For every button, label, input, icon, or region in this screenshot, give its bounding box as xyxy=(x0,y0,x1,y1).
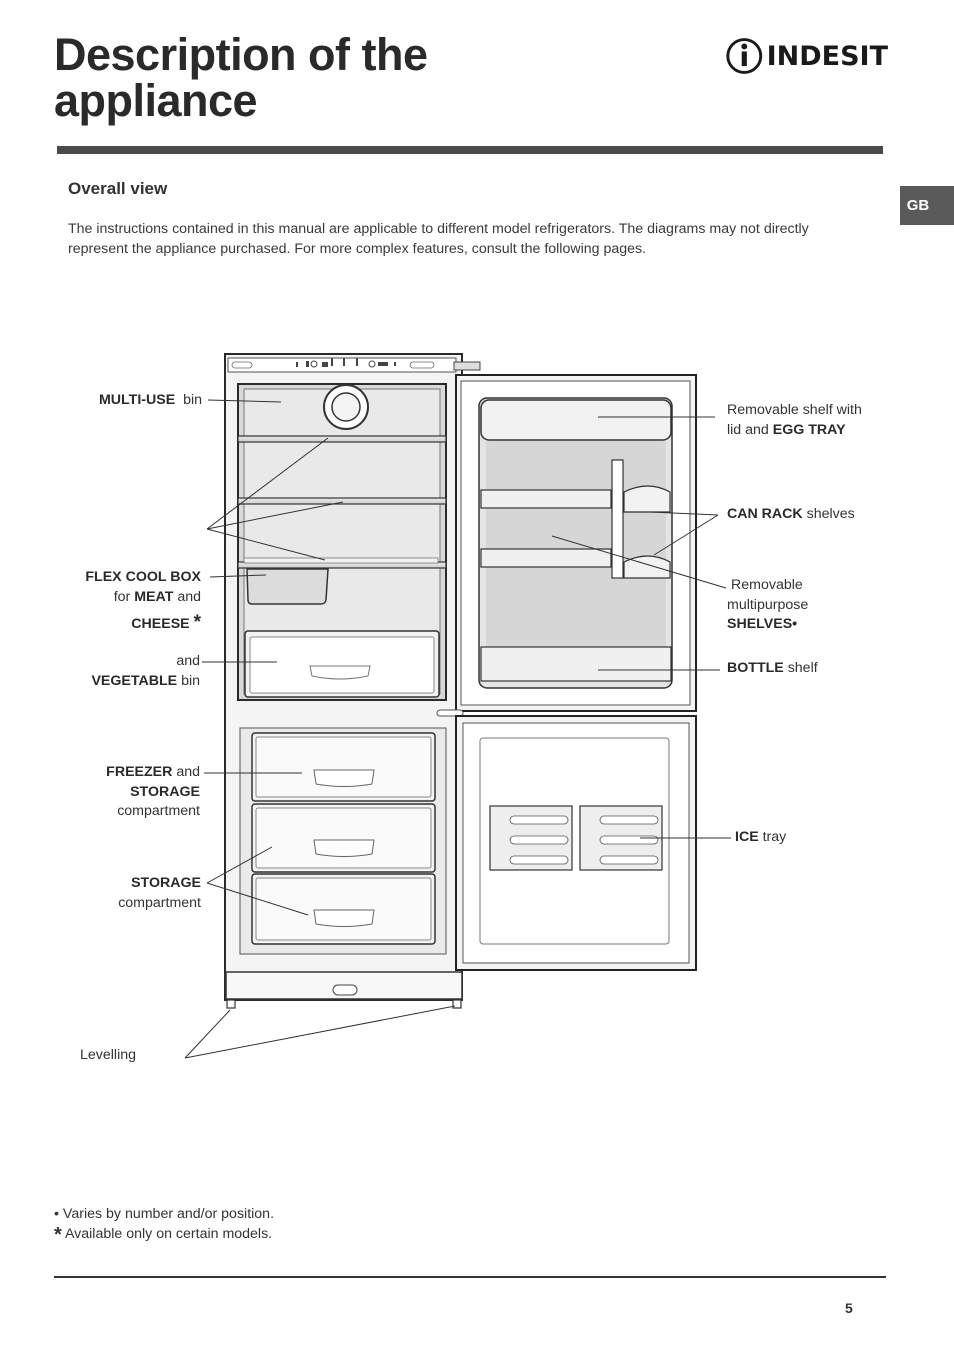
label-bin: bin xyxy=(181,672,200,689)
indesit-logo-icon xyxy=(726,38,763,74)
control-panel-icons xyxy=(296,358,396,368)
star-symbol: * xyxy=(54,1224,62,1246)
label-vegetable-bin: and VEGETABLE bin xyxy=(91,652,200,691)
label-freezer-storage: FREEZER and STORAGE compartment xyxy=(106,763,200,822)
footnotes: • Varies by number and/or position. * Av… xyxy=(54,1204,274,1245)
fridge-door xyxy=(436,361,697,717)
footnote-bullet: • Varies by number and/or position. xyxy=(54,1204,274,1224)
label-flex-cool-box: FLEX COOL BOX for MEAT and CHEESE * xyxy=(85,568,201,635)
label-removable-shelf-egg-tray: Removable shelf with lid and EGG TRAY xyxy=(727,401,862,440)
label-can-rack-bold: CAN RACK xyxy=(727,506,803,522)
label-and: and xyxy=(177,588,201,605)
label-freezer: FREEZER xyxy=(106,764,173,780)
bullet-text: Varies by number and/or position. xyxy=(62,1206,275,1222)
label-multipurpose: multipurpose xyxy=(727,596,809,613)
label-shelves: shelves xyxy=(806,506,855,522)
label-storage-compartment: STORAGE compartment xyxy=(118,874,201,913)
bullet-symbol: • xyxy=(54,1206,59,1222)
label-lid-and: lid and xyxy=(727,421,769,438)
label-multi-use-rest: bin xyxy=(183,392,202,408)
label-cheese: CHEESE xyxy=(131,616,190,632)
section-title: Overall view xyxy=(68,179,168,198)
brand-logo: INDESIT xyxy=(726,34,888,78)
page-title: Description of the appliance xyxy=(54,32,428,124)
title-line-2: appliance xyxy=(54,75,258,126)
label-can-rack: CAN RACK shelves xyxy=(727,505,855,525)
language-tab[interactable]: GB xyxy=(900,186,954,225)
label-bottle: BOTTLE xyxy=(727,660,784,676)
label-levelling: Levelling xyxy=(80,1047,137,1063)
label-freezer-and: and xyxy=(176,764,200,780)
label-cheese-asterisk: * xyxy=(193,612,201,633)
label-meat: MEAT xyxy=(134,588,174,605)
label-shelf: shelf xyxy=(787,660,818,676)
label-multi-use-bold: MULTI-USE xyxy=(98,392,176,408)
label-and-line: and xyxy=(176,653,200,669)
label-shelves-bold: SHELVES• xyxy=(727,616,798,632)
label-compartment-2: compartment xyxy=(118,894,201,911)
label-compartment: compartment xyxy=(117,803,200,819)
label-multi-use-bin: MULTI-USE bin xyxy=(99,391,202,411)
label-removable-shelf-line1: Removable shelf with xyxy=(727,402,862,418)
footnote-star: * Available only on certain models. xyxy=(54,1224,274,1245)
label-egg-tray: EGG TRAY xyxy=(772,421,846,438)
intro-paragraph: The instructions contained in this manua… xyxy=(68,221,809,257)
label-tray: tray xyxy=(762,829,787,845)
freezer-drawers xyxy=(251,732,436,945)
label-removable: Removable xyxy=(731,577,803,593)
label-bottle-shelf: BOTTLE shelf xyxy=(727,659,818,679)
label-ice: ICE xyxy=(735,829,759,845)
star-text: Available only on certain models. xyxy=(64,1226,273,1242)
header-rule xyxy=(57,146,883,154)
title-line-1: Description of the xyxy=(54,29,428,80)
brand-wordmark: INDESIT xyxy=(766,40,888,72)
label-flex-cool-box-bold: FLEX COOL BOX xyxy=(85,569,201,585)
freezer-door xyxy=(455,715,697,971)
label-vegetable: VEGETABLE xyxy=(91,672,178,689)
label-removable-multipurpose: Removable multipurpose SHELVES• xyxy=(727,576,808,635)
footer-rule xyxy=(54,1276,886,1278)
leader-lines xyxy=(184,399,731,1059)
label-for: for xyxy=(113,588,131,605)
label-ice-tray: ICE tray xyxy=(735,828,786,848)
label-storage-2: STORAGE xyxy=(131,875,201,891)
cabinet-body xyxy=(224,353,463,1009)
label-storage: STORAGE xyxy=(130,783,200,800)
page-number: 5 xyxy=(845,1300,853,1316)
